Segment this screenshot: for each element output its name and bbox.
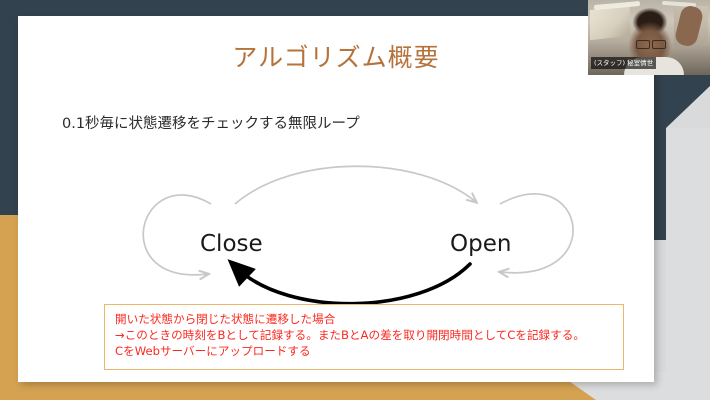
- annotation-line-1: 開いた状態から閉じた状態に遷移した場合: [115, 312, 336, 326]
- webcam-participant-name: (スタッフ) 秘室情世: [591, 57, 657, 69]
- slide-title: アルゴリズム概要: [232, 43, 440, 72]
- state-machine-svg: [142, 165, 574, 306]
- annotation-line-2: →このときの時刻をBとして記録する。またBとAの差を取り開閉時間としてCを記録す…: [115, 328, 585, 343]
- transition-close-to-open: [234, 165, 476, 205]
- state-label-open: Open: [450, 231, 512, 257]
- glasses-icon: [636, 40, 666, 49]
- annotation-line-3: CをWebサーバーにアップロードする: [115, 344, 311, 359]
- webcam-background-shelf-left: [590, 5, 630, 41]
- state-machine-diagram: [118, 156, 588, 316]
- transition-open-to-close: [227, 259, 472, 306]
- transition-close-to-close: [142, 194, 211, 275]
- slide-subtitle: 0.1秒毎に状態遷移をチェックする無限ループ: [62, 116, 360, 132]
- webcam-thumbnail[interactable]: (スタッフ) 秘室情世: [588, 0, 710, 75]
- annotation-box: 開いた状態から閉じた状態に遷移した場合 →このときの時刻をBとして記録する。また…: [104, 304, 624, 370]
- slide-canvas: アルゴリズム概要 0.1秒毎に状態遷移をチェックする無限ループ: [18, 16, 654, 382]
- transition-open-to-open: [500, 193, 574, 273]
- state-label-close: Close: [200, 231, 263, 257]
